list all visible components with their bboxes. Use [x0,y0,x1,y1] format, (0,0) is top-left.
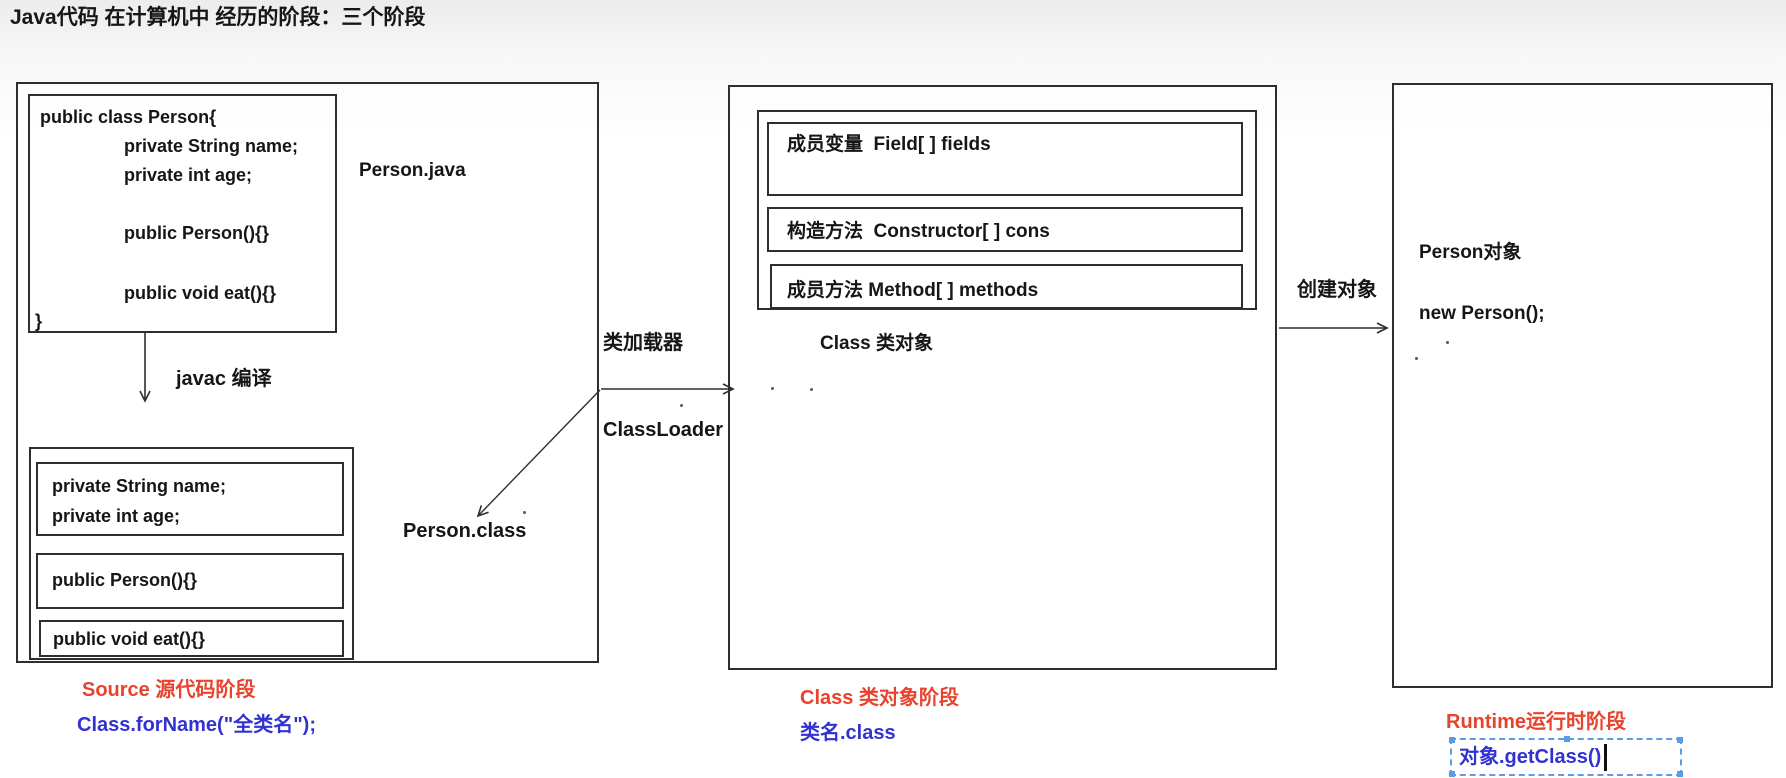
source-api-label: Class.forName("全类名"); [77,714,317,736]
class-api-label: 类名.class [800,722,896,744]
runtime-code-label: new Person(); [1419,303,1545,324]
bytecode-field-name: private String name; [52,476,227,496]
stage-runtime-box: Person对象 new Person(); [1392,83,1773,688]
class-methods-label: 成员方法 Method[ ] methods [787,280,1039,301]
class-methods-box: 成员方法 Method[ ] methods [770,264,1243,309]
code-line-constructor: public Person(){} [124,223,270,243]
class-object-label: Class 类对象 [820,333,933,354]
code-line-method: public void eat(){} [124,283,277,303]
stray-mark [523,511,526,514]
source-code-box: public class Person{ private String name… [28,94,337,333]
bytecode-constructor-box: public Person(){} [36,553,344,609]
class-loader-label-en: ClassLoader [603,419,724,441]
class-constructors-box: 构造方法 Constructor[ ] cons [767,207,1243,252]
code-line-class-decl: public class Person{ [40,107,217,127]
stage-class-box: 成员变量 Field[ ] fields 构造方法 Constructor[ ]… [728,85,1277,670]
bytecode-container-box: private String name; private int age; pu… [29,447,354,660]
stray-mark [810,388,813,391]
bytecode-method-box: public void eat(){} [39,620,344,657]
selection-handle-top-right[interactable] [1677,737,1683,743]
source-stage-label: Source 源代码阶段 [82,679,256,701]
class-stage-label: Class 类对象阶段 [800,687,959,709]
stray-mark [1446,341,1449,344]
bytecode-fields-box: private String name; private int age; [36,462,344,536]
source-file-label: Person.java [359,160,466,181]
code-line-field-age: private int age; [124,165,253,185]
selection-handle-top-center[interactable] [1564,736,1570,742]
selection-handle-bottom-right[interactable] [1677,771,1683,777]
class-file-label: Person.class [403,520,527,542]
class-fields-label: 成员变量 Field[ ] fields [787,134,991,155]
page-title: Java代码 在计算机中 经历的阶段：三个阶段 [10,6,426,29]
class-constructors-label: 构造方法 Constructor[ ] cons [787,221,1050,242]
stray-mark [680,404,683,407]
runtime-api-selection-box[interactable]: 对象.getClass() [1449,736,1683,777]
runtime-api-label: 对象.getClass() [1459,745,1602,768]
stray-mark [771,387,774,390]
selection-handle-bottom-left[interactable] [1449,771,1455,777]
javac-compile-label: javac 编译 [176,368,272,390]
selection-handle-top-left[interactable] [1449,737,1455,743]
runtime-object-label: Person对象 [1419,242,1522,263]
stray-mark [1415,357,1418,360]
create-object-label: 创建对象 [1297,279,1377,301]
bytecode-constructor: public Person(){} [52,570,198,590]
class-members-container-box: 成员变量 Field[ ] fields 构造方法 Constructor[ ]… [757,110,1257,310]
class-loader-label-cn: 类加载器 [603,332,683,354]
bytecode-method: public void eat(){} [53,629,206,649]
text-caret [1604,743,1607,771]
code-line-field-name: private String name; [124,136,299,156]
stage-source-box: public class Person{ private String name… [16,82,599,663]
bytecode-field-age: private int age; [52,506,181,526]
runtime-stage-label: Runtime运行时阶段 [1446,711,1626,733]
class-fields-box: 成员变量 Field[ ] fields [767,122,1243,196]
code-line-close-brace: } [35,311,43,331]
